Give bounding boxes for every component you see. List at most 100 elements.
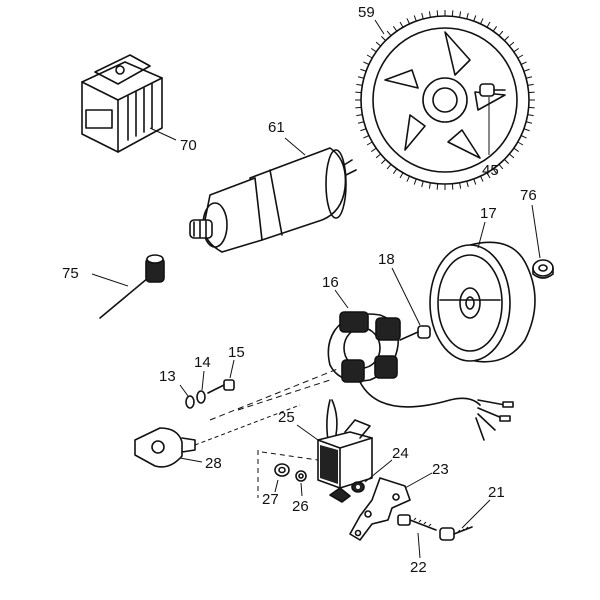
leader-59 <box>374 19 385 35</box>
gear-tooth <box>436 183 439 190</box>
washer-icon <box>185 395 195 409</box>
label-15: 15 <box>228 344 245 361</box>
label-22: 22 <box>410 559 427 576</box>
gear-tooth <box>451 10 454 17</box>
gear-tooth <box>520 135 527 139</box>
gear-tooth <box>392 25 398 32</box>
gear-tooth <box>355 91 362 94</box>
starter-motor-icon <box>189 147 357 253</box>
gear-tooth <box>523 68 530 72</box>
gear-tooth <box>517 141 524 146</box>
gear-tooth <box>381 36 386 41</box>
spark-plug-cap-icon <box>99 254 165 319</box>
leader-75 <box>91 273 129 287</box>
label-14: 14 <box>194 354 211 371</box>
gear-tooth <box>526 121 533 124</box>
label-25: 25 <box>278 409 295 426</box>
gear-tooth <box>357 76 364 79</box>
gear-tooth <box>428 11 431 18</box>
gear-tooth <box>355 106 362 109</box>
gear-tooth <box>486 21 491 28</box>
gear-tooth <box>363 61 370 65</box>
stator-icon <box>327 311 514 441</box>
label-17: 17 <box>480 205 497 222</box>
gear-tooth <box>459 182 462 189</box>
washer-icon <box>351 481 365 493</box>
label-24: 24 <box>392 445 409 462</box>
label-28: 28 <box>205 455 222 472</box>
leader-21 <box>461 499 491 529</box>
leader-25 <box>296 424 319 441</box>
gear-tooth <box>386 164 392 170</box>
leader-23 <box>404 472 433 489</box>
gear-tooth <box>473 178 477 185</box>
gear-tooth <box>509 153 515 159</box>
gear-tooth <box>480 18 484 25</box>
gear-tooth <box>413 178 417 185</box>
gear-tooth <box>357 121 364 124</box>
pickup-sensor-icon <box>134 404 301 468</box>
gear-tooth <box>492 168 498 175</box>
gear-tooth <box>498 164 504 170</box>
gear-tooth <box>520 61 527 65</box>
label-27: 27 <box>262 491 279 508</box>
leader-61 <box>284 137 306 156</box>
gear-tooth <box>370 47 377 53</box>
gear-tooth <box>526 76 533 79</box>
gear-tooth <box>366 141 373 146</box>
screw-icon <box>479 83 506 97</box>
washer-icon <box>196 390 206 404</box>
gear-tooth <box>392 168 398 175</box>
gear-tooth <box>527 114 534 117</box>
gear-tooth <box>517 54 524 59</box>
gear-tooth <box>436 10 439 17</box>
gear-tooth <box>428 182 431 189</box>
leader-76 <box>531 204 541 259</box>
gear-tooth <box>421 12 424 19</box>
label-23: 23 <box>432 461 449 478</box>
gear-tooth <box>451 183 454 190</box>
label-45: 45 <box>482 162 499 179</box>
gear-tooth <box>370 147 377 153</box>
leader-24 <box>364 459 393 483</box>
gear-tooth <box>399 172 404 179</box>
leader-14 <box>201 370 205 391</box>
label-13: 13 <box>159 368 176 385</box>
label-21: 21 <box>488 484 505 501</box>
leader-13 <box>179 384 189 397</box>
gear-tooth <box>504 36 509 41</box>
ignition-coil-icon <box>317 399 373 503</box>
gear-tooth <box>513 147 520 153</box>
screw-icon <box>439 526 473 541</box>
label-59: 59 <box>358 4 375 21</box>
label-16: 16 <box>322 274 339 291</box>
flywheel-rotor-icon <box>429 241 536 363</box>
gear-tooth <box>528 91 535 94</box>
gear-tooth <box>498 30 504 36</box>
ring-gear-icon <box>355 10 535 190</box>
screw-icon <box>399 325 431 341</box>
gear-tooth <box>360 68 367 72</box>
gear-tooth <box>356 114 363 117</box>
leader-22 <box>417 532 421 559</box>
gear-tooth <box>459 11 462 18</box>
label-61: 61 <box>268 119 285 136</box>
gear-tooth <box>366 54 373 59</box>
screw-icon <box>207 379 235 394</box>
gear-tooth <box>523 128 530 132</box>
gear-tooth <box>504 159 509 164</box>
label-76: 76 <box>520 187 537 204</box>
gear-tooth <box>406 175 410 182</box>
gear-tooth <box>406 18 410 25</box>
leader-26 <box>300 482 303 497</box>
label-18: 18 <box>378 251 395 268</box>
gear-tooth <box>528 106 535 109</box>
leader-17 <box>477 221 486 249</box>
gear-tooth <box>486 172 491 179</box>
leader-28 <box>179 457 203 463</box>
gear-tooth <box>473 15 477 22</box>
gear-tooth <box>509 41 515 47</box>
gear-tooth <box>413 15 417 22</box>
gear-tooth <box>399 21 404 28</box>
